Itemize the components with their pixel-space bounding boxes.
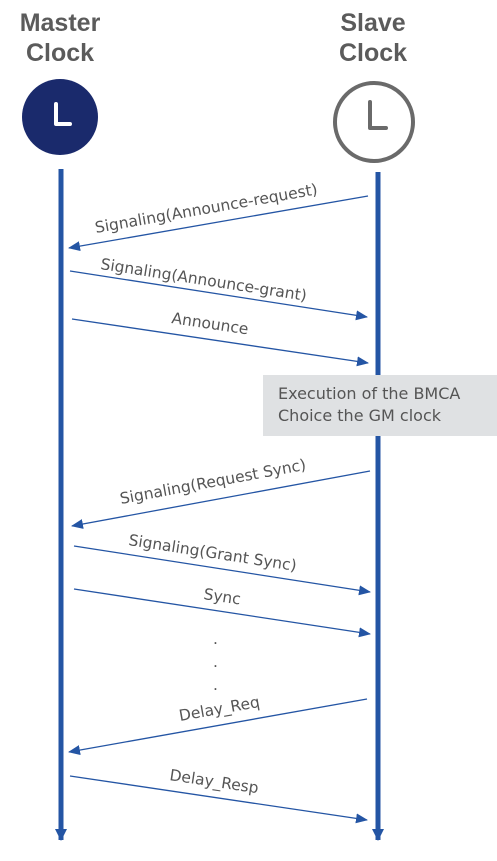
message-request-sync: Signaling(Request Sync) bbox=[71, 456, 371, 529]
message-label: Signaling(Grant Sync) bbox=[127, 531, 298, 575]
master-clock-label-line1: Master bbox=[19, 9, 101, 37]
note-line1: Execution of the BMCA bbox=[278, 384, 461, 403]
message-label: Delay_Req bbox=[178, 693, 262, 726]
message-label: Announce bbox=[170, 309, 249, 338]
master-clock-label-line2: Clock bbox=[25, 39, 95, 67]
message-label: Delay_Resp bbox=[168, 766, 260, 798]
message-grant-sync: Signaling(Grant Sync) bbox=[73, 531, 371, 596]
master-clock-label: Master Clock bbox=[0, 8, 125, 68]
note-line2: Choice the GM clock bbox=[278, 406, 441, 425]
message-label: Signaling(Announce-request) bbox=[94, 180, 319, 237]
master-clock-icon bbox=[22, 79, 98, 155]
message-announce: Announce bbox=[71, 309, 369, 367]
message-delay-req: Delay_Req bbox=[68, 693, 368, 755]
ellipsis: . . . bbox=[213, 630, 218, 694]
message-label: Sync bbox=[202, 585, 242, 608]
message-announce-grant: Signaling(Announce-grant) bbox=[69, 255, 368, 321]
slave-clock-label: Slave Clock bbox=[308, 8, 438, 68]
ellipsis-dot: . bbox=[213, 630, 218, 648]
ellipsis-dot: . bbox=[213, 653, 218, 671]
slave-clock-icon bbox=[333, 81, 415, 163]
message-announce-request: Signaling(Announce-request) bbox=[68, 180, 369, 252]
ellipsis-dot: . bbox=[213, 676, 218, 694]
bmca-note: Execution of the BMCA Choice the GM cloc… bbox=[263, 375, 497, 436]
slave-clock-label-line1: Slave bbox=[340, 9, 406, 37]
message-sync: Sync bbox=[73, 585, 371, 638]
slave-clock-label-line2: Clock bbox=[338, 39, 408, 67]
message-delay-resp: Delay_Resp bbox=[69, 766, 368, 824]
